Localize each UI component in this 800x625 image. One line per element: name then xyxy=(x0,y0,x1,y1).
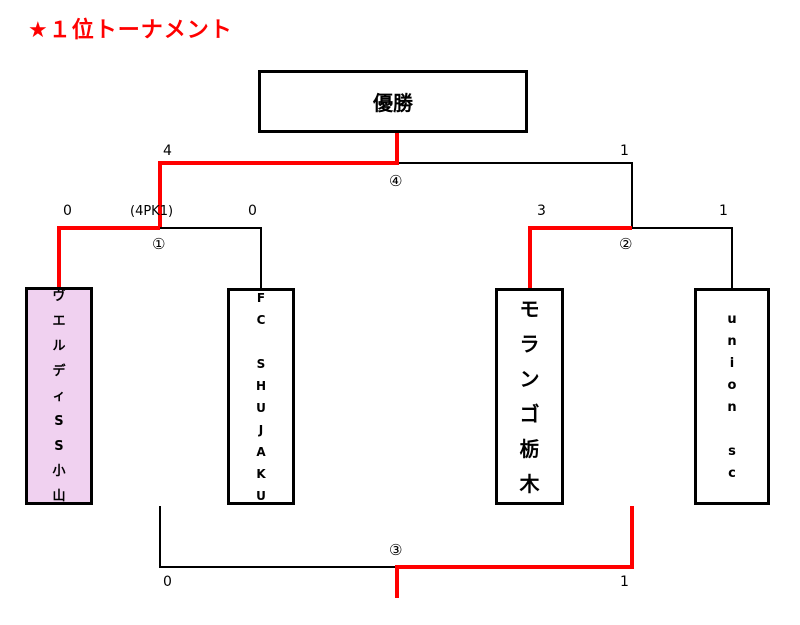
match3-score-right: 1 xyxy=(620,574,629,590)
match1-line-left-winner xyxy=(57,226,160,288)
match3-label: ③ xyxy=(389,541,403,559)
match1-score-right: 0 xyxy=(248,203,257,219)
champion-box: 優勝 xyxy=(258,70,528,133)
match2-score-left: 3 xyxy=(537,203,546,219)
page-title: ★１位トーナメント xyxy=(28,18,233,43)
team-box-3: モ ラ ン ゴ 栃 木 xyxy=(495,288,564,505)
team-box-4: u n i o n s c xyxy=(694,288,770,505)
match3-line-left xyxy=(159,506,397,568)
team-box-1: ヴ エ ル デ ィ S S 小 山 xyxy=(25,287,93,505)
match3-line-right-winner xyxy=(395,506,634,598)
final-line-right xyxy=(397,162,633,228)
team-name-4: u n i o n s c xyxy=(727,311,737,481)
champion-label: 優勝 xyxy=(373,91,413,115)
team-name-2: F C S H U J A K U xyxy=(255,290,267,503)
match2-label: ② xyxy=(619,235,633,253)
team-box-2: F C S H U J A K U xyxy=(227,288,295,505)
match1-score-left: 0 xyxy=(63,203,72,219)
match2-score-right: 1 xyxy=(719,203,728,219)
match3-score-left: 0 xyxy=(163,574,172,590)
team-name-1: ヴ エ ル デ ィ S S 小 山 xyxy=(52,288,66,504)
match4-label: ④ xyxy=(389,172,403,190)
match1-pk-note: (4PK1) xyxy=(130,204,174,219)
final-line-left-winner xyxy=(158,133,399,228)
team-name-3: モ ラ ン ゴ 栃 木 xyxy=(519,296,540,496)
match4-score-left: 4 xyxy=(163,143,172,159)
match1-label: ① xyxy=(152,235,166,253)
match1-line-right xyxy=(160,227,262,288)
match2-line-left-winner xyxy=(528,226,632,288)
match4-score-right: 1 xyxy=(620,143,629,159)
match2-line-right xyxy=(632,227,733,288)
